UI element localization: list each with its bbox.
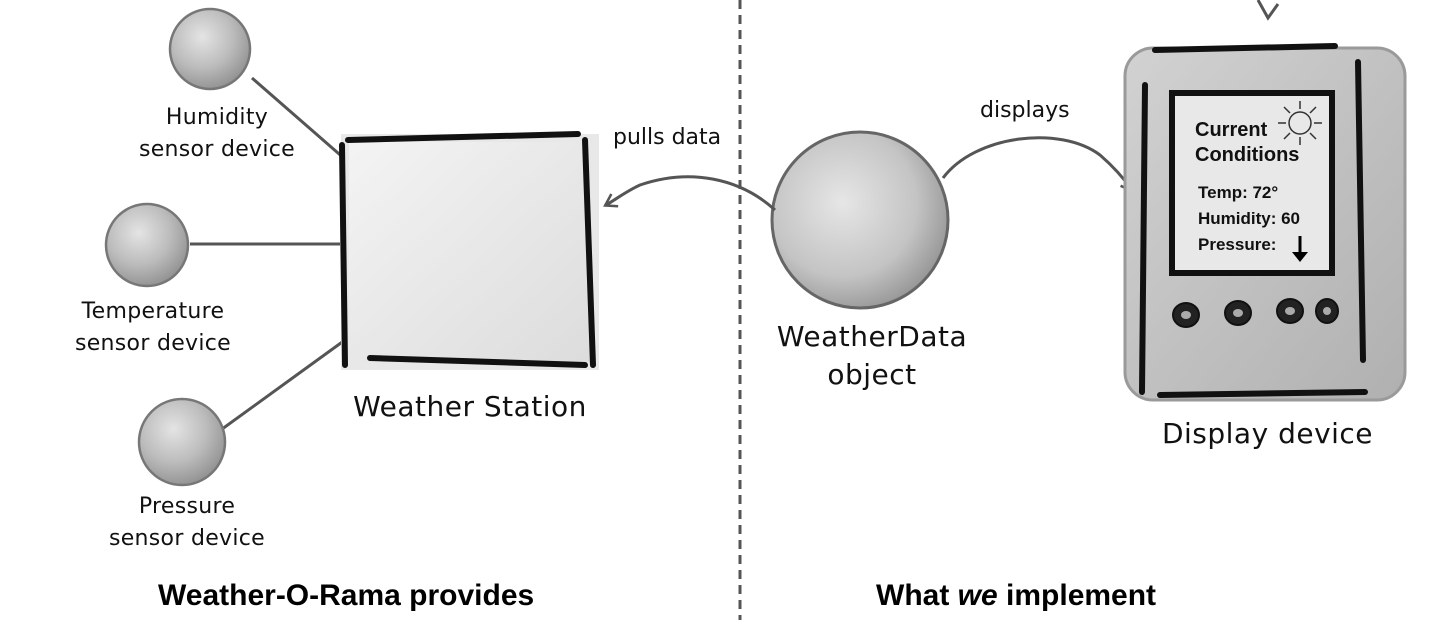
pressure-connector bbox=[217, 338, 346, 434]
temperature-sensor-label-line1: Temperature bbox=[81, 299, 225, 324]
right-section-caption: What we implement bbox=[876, 579, 1156, 613]
left-section-caption: Weather-O-Rama provides bbox=[158, 579, 535, 612]
screen-title-line2: Conditions bbox=[1195, 144, 1300, 166]
displays-label: displays bbox=[980, 98, 1070, 123]
right-caption-suffix: implement bbox=[997, 579, 1157, 612]
pressure-sensor-label-line2: sensor device bbox=[108, 526, 266, 551]
humidity-sensor-icon bbox=[168, 7, 252, 91]
device-screen bbox=[1169, 90, 1335, 276]
right-caption-emphasis: we bbox=[957, 579, 998, 612]
display-device-label: Display device bbox=[1161, 417, 1374, 450]
weatherdata-object-icon bbox=[770, 130, 950, 310]
pulls-data-arrow bbox=[603, 175, 777, 212]
display-device bbox=[1123, 43, 1407, 402]
weatherdata-label: WeatherData object bbox=[762, 318, 982, 394]
weather-station-box bbox=[339, 131, 599, 370]
pressure-sensor-icon bbox=[137, 397, 227, 487]
humidity-sensor-label: Humidity sensor device bbox=[132, 102, 302, 166]
screen-pressure: Pressure: bbox=[1198, 235, 1277, 254]
weatherdata-label-line2: object bbox=[827, 358, 917, 391]
pulls-data-label: pulls data bbox=[613, 125, 722, 150]
temperature-sensor-label: Temperature sensor device bbox=[68, 296, 238, 360]
screen-humidity: Humidity: 60 bbox=[1198, 209, 1301, 228]
humidity-sensor-label-line2: sensor device bbox=[138, 137, 296, 162]
humidity-sensor-label-line1: Humidity bbox=[165, 105, 269, 130]
displays-arrow bbox=[941, 136, 1134, 193]
weather-station-label: Weather Station bbox=[353, 390, 587, 423]
screen-readings: Temp: 72° Humidity: 60 Pressure: bbox=[1198, 180, 1300, 258]
down-arrow-icon bbox=[1292, 236, 1308, 262]
right-caption-prefix: What bbox=[876, 579, 958, 612]
pressure-sensor-label: Pressure sensor device bbox=[102, 491, 272, 555]
temperature-sensor-label-line2: sensor device bbox=[74, 331, 232, 356]
screen-title: Current Conditions bbox=[1195, 118, 1299, 168]
pressure-sensor-label-line1: Pressure bbox=[138, 494, 236, 519]
weatherdata-label-line1: WeatherData bbox=[776, 320, 968, 353]
screen-title-line1: Current bbox=[1195, 119, 1268, 141]
screen-temp: Temp: 72° bbox=[1198, 183, 1279, 202]
incoming-arrow-tip bbox=[1256, 0, 1280, 21]
sun-icon bbox=[1278, 101, 1322, 145]
temperature-sensor-icon bbox=[104, 202, 190, 288]
humidity-connector bbox=[251, 76, 347, 162]
